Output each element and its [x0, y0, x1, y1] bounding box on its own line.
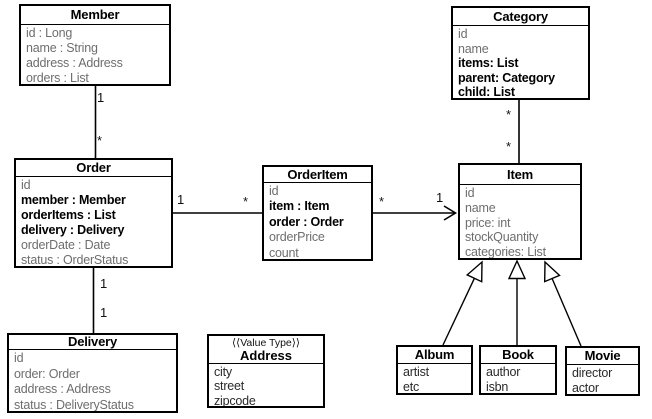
class-title: Delivery: [9, 335, 176, 350]
attr-line: id: [21, 178, 31, 192]
class-box-address: ⟨⟨Value Type⟩⟩ Address city street zipco…: [207, 334, 325, 408]
class-header: ⟨⟨Value Type⟩⟩ Address: [209, 336, 323, 364]
attr-line: items: List: [458, 56, 519, 71]
generalization-movie-item: [551, 278, 582, 347]
attr-line: name: [458, 41, 489, 56]
generalization-triangle-icon: [465, 260, 483, 283]
attr-line: item : Item: [269, 199, 330, 214]
multiplicity-orderitem-end: *: [243, 194, 249, 209]
stereotype-label: ⟨⟨Value Type⟩⟩: [232, 337, 300, 349]
attr-line: street: [214, 379, 245, 394]
attr-line: categories: List: [465, 245, 546, 260]
class-box-album: Album artist etc: [396, 345, 473, 395]
attr-line: actor: [572, 381, 599, 395]
attr-line: parent: Category: [458, 70, 555, 85]
class-box-orderitem: OrderItem id item : Item order : Order o…: [262, 165, 373, 261]
attr-line: author: [486, 365, 521, 379]
multiplicity-delivery-end: 1: [100, 305, 108, 320]
class-title: Address: [239, 348, 293, 363]
attr-line: artist: [403, 365, 429, 379]
attr-line: isbn: [486, 380, 509, 394]
class-title: Category: [453, 8, 588, 26]
attr-line: zipcode: [214, 393, 256, 408]
attr-line: name : String: [26, 41, 98, 55]
open-arrowhead-icon: [443, 205, 458, 221]
class-title: Book: [481, 347, 555, 364]
attr-line: price: int: [465, 215, 511, 230]
multiplicity-order-end: 1: [100, 276, 108, 291]
generalization-triangle-icon: [507, 259, 527, 280]
attr-line: id: [458, 27, 468, 41]
attr-line: orderDate : Date: [21, 238, 111, 252]
class-title: Album: [398, 347, 471, 364]
generalization-triangle-icon: [543, 260, 561, 283]
attr-line: id: [269, 184, 279, 198]
class-box-order: Order id member : Member orderItems : Li…: [14, 158, 173, 268]
class-title: OrderItem: [264, 167, 371, 183]
class-title: Movie: [567, 348, 638, 365]
attr-line: status : DeliveryStatus: [14, 397, 134, 412]
attr-line: status : OrderStatus: [21, 253, 129, 267]
attr-line: id : Long: [26, 26, 73, 40]
attr-line: order: Order: [14, 366, 80, 381]
attr-line: order : Order: [269, 214, 344, 229]
class-title: Order: [16, 160, 171, 177]
class-box-book: Book author isbn: [479, 345, 557, 395]
multiplicity-orderitem-end: *: [379, 194, 385, 209]
attr-line: id: [14, 351, 24, 365]
multiplicity-category-end: *: [506, 107, 512, 122]
attr-line: orders : List: [26, 71, 89, 85]
attr-line: count: [269, 245, 299, 260]
attr-line: orderPrice: [269, 230, 325, 245]
class-title: Item: [460, 165, 580, 185]
attr-line: etc: [403, 380, 420, 394]
multiplicity-item-end: *: [506, 139, 512, 154]
attr-line: stockQuantity: [465, 230, 539, 245]
attr-line: name: [465, 200, 496, 215]
class-box-category: Category id name items: List parent: Cat…: [451, 6, 590, 100]
class-box-delivery: Delivery id order: Order address : Addre…: [7, 333, 178, 413]
class-box-item: Item id name price: int stockQuantity ca…: [458, 163, 582, 260]
generalization-album-item: [442, 278, 476, 346]
multiplicity-order-end: *: [97, 133, 103, 148]
class-box-member: Member id : Long name : String address :…: [19, 4, 171, 86]
multiplicity-item-end: 1: [436, 190, 444, 205]
attr-line: city: [214, 365, 232, 379]
class-title: Member: [21, 6, 169, 25]
attr-line: delivery : Delivery: [21, 223, 125, 237]
attr-line: orderItems : List: [21, 208, 116, 222]
attr-line: member : Member: [21, 193, 126, 207]
multiplicity-order-end: 1: [177, 192, 185, 207]
attr-line: address : Address: [14, 382, 111, 396]
class-box-movie: Movie director actor: [565, 346, 640, 396]
attr-line: director: [572, 366, 613, 380]
multiplicity-member-end: 1: [97, 90, 105, 105]
attr-line: address : Address: [26, 56, 123, 70]
attr-line: id: [465, 186, 475, 200]
attr-line: child: List: [458, 85, 515, 100]
